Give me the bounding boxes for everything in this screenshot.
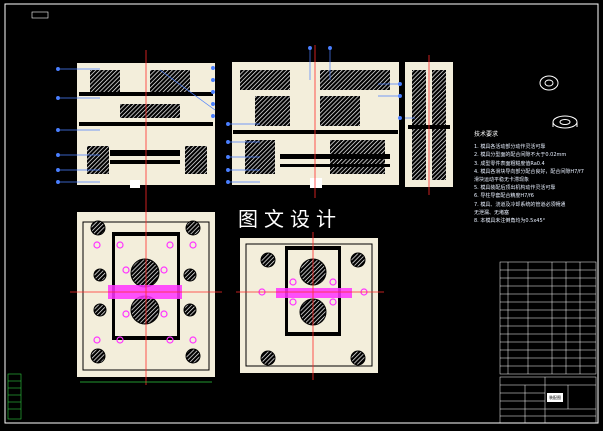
bill-of-materials-table [499, 261, 597, 375]
title-block [499, 376, 597, 424]
note-line: 1. 模具各活动部分动作灵活可靠 [474, 144, 546, 151]
sheet-label [31, 11, 49, 19]
top-left-section-view [77, 50, 215, 205]
technical-notes: 技术要求 1. 模具各活动部分动作灵活可靠 2. 模具分型面的配合间隙不大于0.… [474, 131, 594, 225]
watermark-text: 图文设计 [238, 207, 342, 231]
note-line: 5. 模具装配后顶出机构动作灵活可靠 [474, 185, 556, 192]
note-line: 4. 模具各滑块导向部分配合良好，配合间隙H7/f7 [474, 168, 584, 175]
note-line: 3. 成型零件表面粗糙度值Ra0.4 [474, 160, 545, 167]
notes-title: 技术要求 [474, 131, 499, 138]
note-line: 6. 导柱导套配合精度H7/f6 [474, 193, 534, 200]
note-line: 7. 模具、浇道及冷却系统的管道必须畅通 [474, 201, 566, 208]
washer-part-icon [539, 75, 578, 129]
note-line: 无泄漏、无堵塞 [474, 209, 510, 216]
revision-strip [7, 373, 22, 420]
note-line: 2. 模具分型面的配合间隙不大于0.02mm [474, 152, 567, 159]
title-block-part-name: 装配图 [547, 393, 563, 402]
bottom-left-plan-view [70, 205, 222, 385]
bottom-middle-plan-view [236, 232, 384, 380]
top-right-side-view [405, 55, 453, 195]
note-line: 滑块运动平稳无卡滞现象 [474, 177, 530, 184]
top-middle-section-view [232, 45, 399, 198]
drawing-border [4, 3, 599, 424]
note-line: 8. 本模具未注倒角均为0.5x45° [474, 218, 546, 225]
part-leader-lines [56, 46, 415, 184]
